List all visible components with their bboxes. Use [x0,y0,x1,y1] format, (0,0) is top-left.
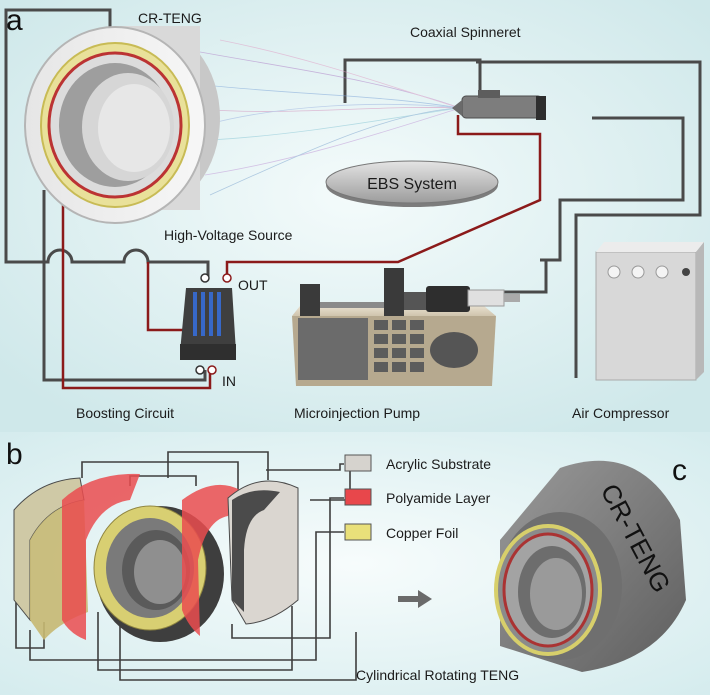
boosting-circuit [180,273,236,375]
dark-wires [4,8,702,382]
fiber-jets [199,39,461,196]
ebs-system-label: EBS System [367,176,457,193]
microinjection-pump-label: Microinjection Pump [294,405,420,421]
air-compressor-label: Air Compressor [572,405,670,421]
legend-label-acrylic: Acrylic Substrate [386,456,491,472]
ebs-system [325,160,499,207]
air-compressor [595,242,704,381]
cr-teng-label: CR-TENG [138,10,202,26]
assembled-cr-teng [494,460,686,672]
out-label: OUT [238,277,268,293]
exploded-teng [13,473,299,642]
legend-swatch-acrylic [344,454,372,472]
panel-c-letter: c [672,454,687,487]
arrow-icon [398,590,432,608]
panel-b-letter: b [6,438,23,471]
cr-teng-drum [24,26,220,224]
legend-label-polyamide: Polyamide Layer [386,490,491,506]
high-voltage-source-label: High-Voltage Source [164,227,293,243]
boosting-circuit-label: Boosting Circuit [76,405,174,421]
coaxial-spinneret [452,90,546,120]
panel-a-letter: a [6,4,23,37]
coaxial-spinneret-label: Coaxial Spinneret [410,24,521,40]
legend [344,454,372,541]
legend-swatch-copper [344,523,372,541]
legend-label-copper: Copper Foil [386,525,458,541]
in-label: IN [222,373,236,389]
microinjection-pump [292,268,520,386]
panel-b-caption: Cylindrical Rotating TENG [356,667,519,683]
legend-swatch-polyamide [344,488,372,506]
